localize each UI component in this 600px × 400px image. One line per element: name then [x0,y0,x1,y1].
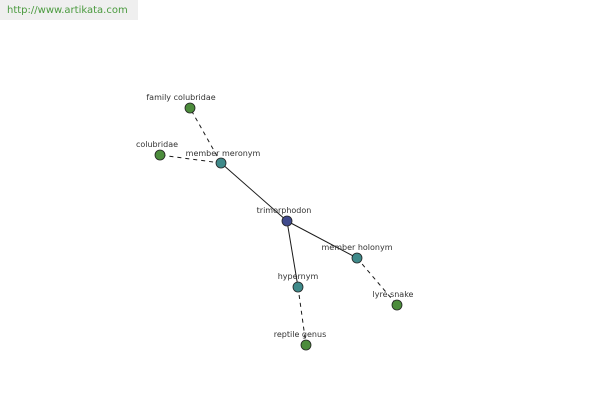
node-lyre-snake[interactable]: lyre snake [373,290,414,311]
node-hypernym[interactable]: hypernym [278,272,319,293]
edge-trimorphodon-to-member-meronym [220,162,288,222]
node-reptile-genus[interactable]: reptile genus [274,330,326,351]
node-label-member-holonym[interactable]: member holonym [321,243,392,252]
node-trimorphodon[interactable]: trimorphodon [257,206,312,227]
edge-trimorphodon-to-member-holonym [286,220,358,259]
node-label-lyre-snake[interactable]: lyre snake [373,290,414,299]
node-label-trimorphodon[interactable]: trimorphodon [257,206,312,215]
node-family-colubridae[interactable]: family colubridae [146,93,216,114]
edge-member-meronym-to-colubridae [159,154,222,164]
node-circle-lyre-snake[interactable] [391,299,403,311]
url-bar: http://www.artikata.com [0,0,138,20]
edge-member-holonym-to-lyre-snake [356,257,398,306]
node-label-hypernym[interactable]: hypernym [278,272,319,281]
node-label-member-meronym[interactable]: member meronym [186,149,261,158]
edges-layer [159,107,398,346]
edge-trimorphodon-to-hypernym [286,220,299,288]
node-label-family-colubridae[interactable]: family colubridae [146,93,215,102]
edge-hypernym-to-reptile-genus [297,286,307,346]
node-member-holonym[interactable]: member holonym [321,243,393,264]
node-circle-member-holonym[interactable] [351,252,363,264]
node-label-colubridae[interactable]: colubridae [136,140,178,149]
node-colubridae[interactable]: colubridae [136,140,178,161]
node-circle-colubridae[interactable] [154,149,166,161]
edge-member-meronym-to-family-colubridae [189,107,222,164]
node-circle-family-colubridae[interactable] [184,102,196,114]
node-circle-trimorphodon[interactable] [281,215,293,227]
nodes-layer: family colubridae colubridae member merony… [136,93,414,351]
node-circle-member-meronym[interactable] [215,157,227,169]
node-label-reptile-genus[interactable]: reptile genus [274,330,326,339]
node-circle-hypernym[interactable] [292,281,304,293]
node-member-meronym[interactable]: member meronym [186,149,261,169]
site-url-link[interactable]: http://www.artikata.com [7,4,128,16]
node-circle-reptile-genus[interactable] [300,339,312,351]
